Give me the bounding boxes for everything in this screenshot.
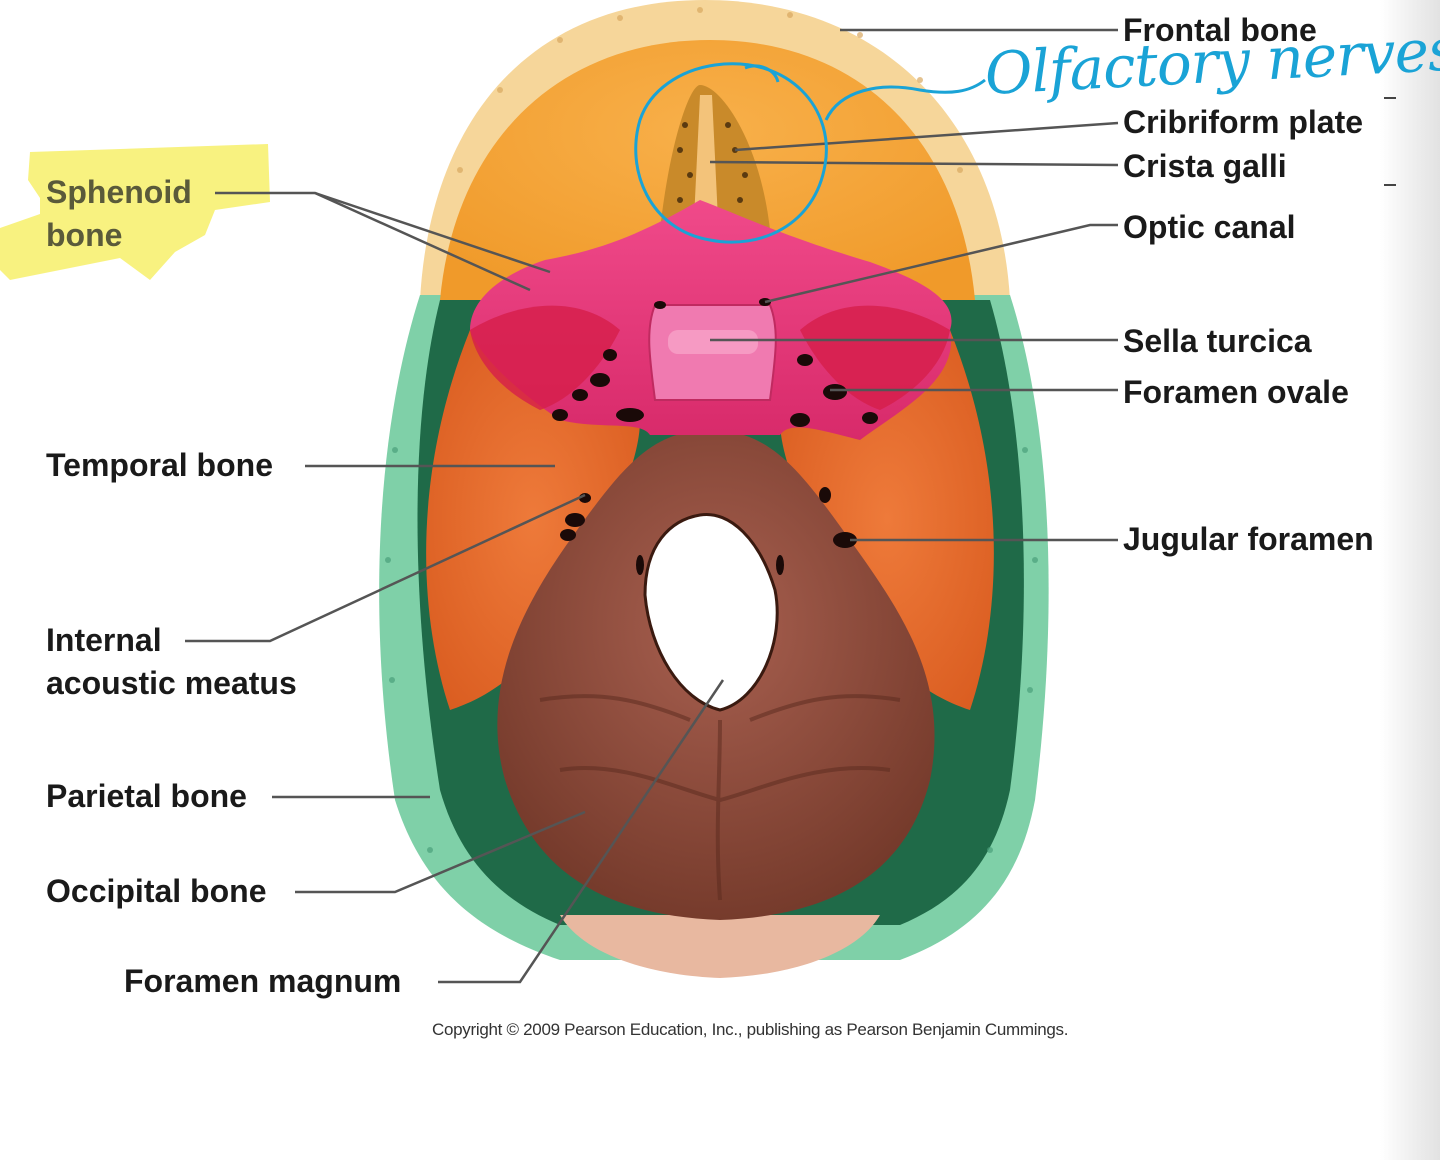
highlighter-mark	[0, 144, 270, 280]
label-internal-acoustic-meatus: Internal acoustic meatus	[46, 622, 297, 701]
label-temporal-bone: Temporal bone	[46, 447, 273, 483]
cribriform-plate-shape	[660, 85, 770, 230]
foramina-holes	[552, 298, 878, 575]
copyright-notice: Copyright © 2009 Pearson Education, Inc.…	[432, 1020, 1069, 1039]
label-frontal-bone: Frontal bone	[1123, 12, 1317, 48]
label-jugular-foramen: Jugular foramen	[1123, 521, 1374, 557]
edge-dash	[1384, 97, 1396, 99]
foramen-magnum-opening	[643, 512, 779, 712]
label-sella-turcica: Sella turcica	[1123, 323, 1312, 359]
label-optic-canal: Optic canal	[1123, 209, 1296, 245]
leader-lines	[185, 28, 1119, 984]
label-foramen-ovale: Foramen ovale	[1123, 374, 1349, 410]
label-parietal-bone: Parietal bone	[46, 778, 247, 814]
label-occipital-bone: Occipital bone	[46, 873, 267, 909]
label-sphenoid-bone: Sphenoid bone	[46, 174, 192, 253]
olfactory-annotation-circle	[634, 62, 986, 244]
label-foramen-magnum: Foramen magnum	[124, 963, 402, 999]
label-cribriform-plate: Cribriform plate	[1123, 104, 1364, 140]
occipital-ridges	[539, 694, 901, 901]
edge-dash	[1384, 184, 1396, 186]
page-edge-shadow	[1380, 0, 1440, 1160]
label-crista-galli: Crista galli	[1123, 148, 1287, 184]
